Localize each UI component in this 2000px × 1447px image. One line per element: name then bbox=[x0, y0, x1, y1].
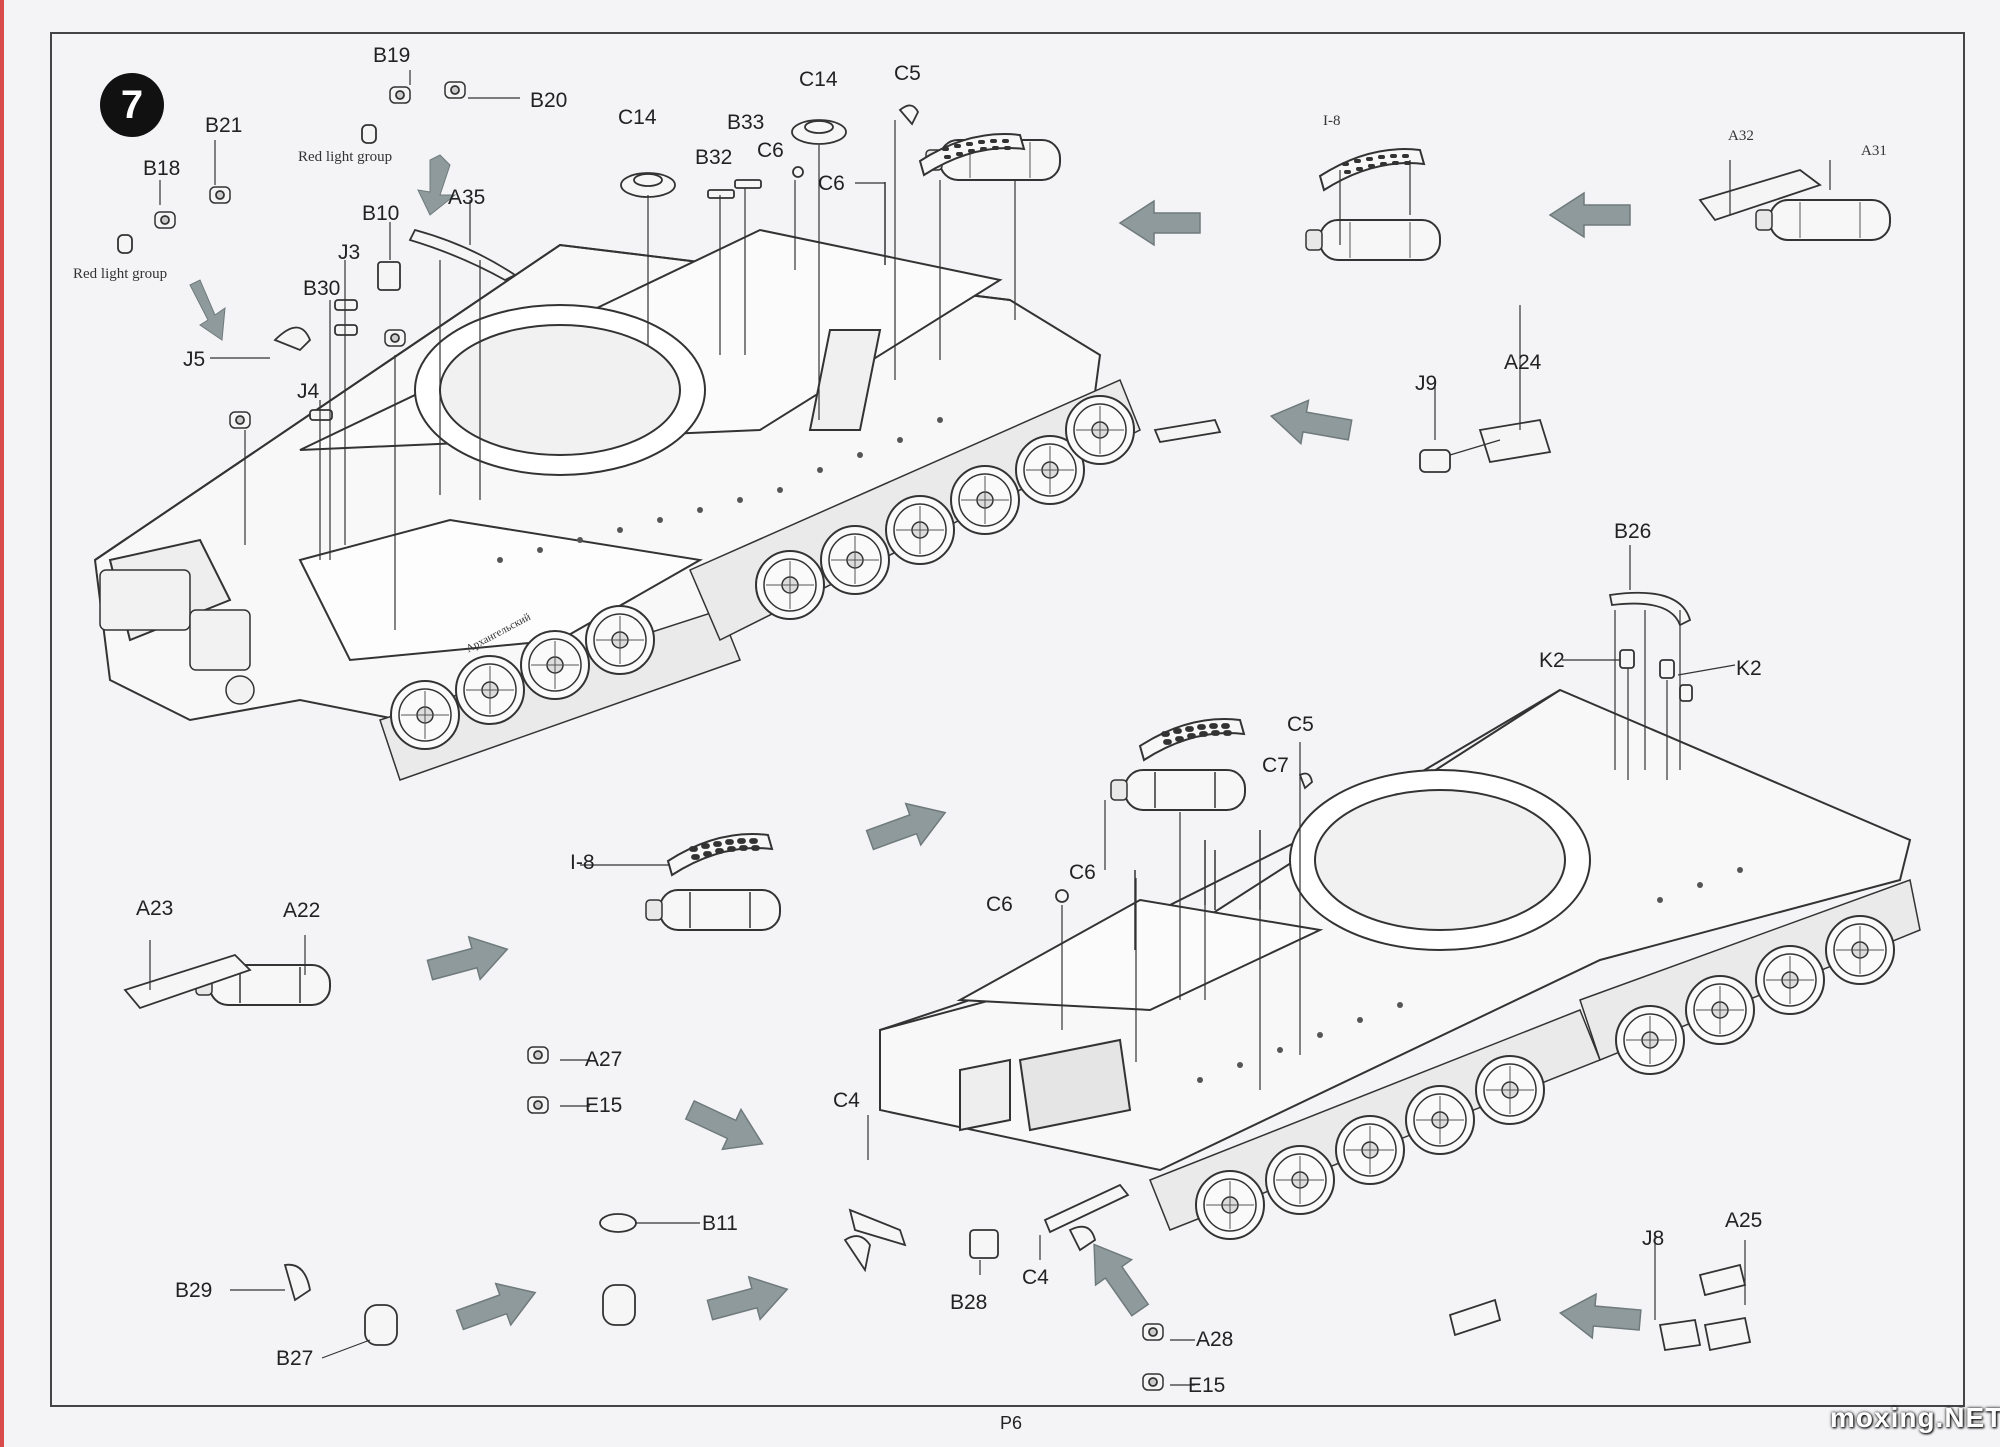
part-label-B32: B32 bbox=[695, 146, 733, 169]
part-label-C14-right: C14 bbox=[799, 68, 838, 91]
leader-lines bbox=[149, 70, 1831, 1386]
part-label-B10: B10 bbox=[362, 202, 400, 225]
part-label-B11: B11 bbox=[702, 1212, 738, 1235]
part-label-B29: B29 bbox=[175, 1279, 213, 1302]
part-label-C6-c: C6 bbox=[1069, 861, 1096, 884]
part-label-J4: J4 bbox=[297, 380, 320, 403]
part-label-B28: B28 bbox=[950, 1291, 988, 1314]
part-label-B26: B26 bbox=[1614, 520, 1652, 543]
top-tank-hull bbox=[93, 228, 1102, 722]
part-label-C6-d: C6 bbox=[986, 893, 1013, 916]
top-left-parts bbox=[117, 81, 517, 429]
bottom-left-parts bbox=[123, 833, 1752, 1391]
part-label-A35: A35 bbox=[448, 186, 486, 209]
part-label-A24: A24 bbox=[1504, 351, 1542, 374]
part-label-J9: J9 bbox=[1415, 372, 1438, 395]
part-label-K2-right: K2 bbox=[1736, 657, 1762, 680]
part-label-B20: B20 bbox=[530, 89, 568, 112]
bottom-tank-rivets bbox=[1197, 867, 1743, 1083]
part-label-J5: J5 bbox=[183, 348, 206, 371]
part-label-J8: J8 bbox=[1642, 1227, 1665, 1250]
part-label-C7: C7 bbox=[1262, 754, 1289, 777]
part-label-B19: B19 bbox=[373, 44, 411, 67]
top-tank-rear-details bbox=[99, 569, 255, 705]
part-label-C5-top: C5 bbox=[894, 62, 921, 85]
part-label-B33: B33 bbox=[727, 111, 765, 134]
part-label-C4-left: C4 bbox=[833, 1089, 860, 1112]
note-red-light-group-2: Red light group bbox=[73, 266, 168, 282]
part-label-A25: A25 bbox=[1725, 1209, 1763, 1232]
part-label-E15-left: E15 bbox=[585, 1094, 623, 1117]
part-label-C14-left: C14 bbox=[618, 106, 657, 129]
part-label-E15-right: E15 bbox=[1188, 1374, 1226, 1397]
part-label-K2-left: K2 bbox=[1539, 649, 1565, 672]
part-label-A32: A32 bbox=[1728, 128, 1754, 144]
part-label-I8-bottom: I-8 bbox=[570, 851, 595, 874]
part-label-C5-bottom: C5 bbox=[1287, 713, 1314, 736]
instruction-frame bbox=[50, 32, 1965, 1407]
bottom-tank-hull bbox=[879, 688, 1912, 1172]
step-number-badge: 7 bbox=[100, 73, 164, 137]
page-number: P6 bbox=[1000, 1413, 1023, 1433]
note-red-light-group-1: Red light group bbox=[298, 149, 393, 165]
bottom-upper-parts bbox=[1055, 591, 1693, 950]
part-label-I8-top: I-8 bbox=[1323, 113, 1341, 129]
part-label-B27: B27 bbox=[276, 1347, 314, 1370]
watermark: moxing.NET bbox=[1830, 1402, 2000, 1433]
part-label-J3: J3 bbox=[338, 241, 361, 264]
part-label-C6-a: C6 bbox=[757, 139, 784, 162]
part-label-A22: A22 bbox=[283, 899, 321, 922]
part-label-A28: A28 bbox=[1196, 1328, 1234, 1351]
part-label-B30: B30 bbox=[303, 277, 341, 300]
part-label-B18: B18 bbox=[143, 157, 181, 180]
assembly-arrows bbox=[189, 154, 1643, 1343]
part-label-A31: A31 bbox=[1861, 143, 1887, 159]
part-label-A23: A23 bbox=[136, 897, 174, 920]
top-deck-parts bbox=[620, 104, 920, 265]
part-label-A27: A27 bbox=[585, 1048, 623, 1071]
top-tank-rivets bbox=[497, 417, 943, 563]
part-label-C4-right: C4 bbox=[1022, 1266, 1049, 1289]
page-edge-strip bbox=[0, 0, 4, 1447]
part-label-C6-b: C6 bbox=[818, 172, 845, 195]
part-label-B21: B21 bbox=[205, 114, 243, 137]
